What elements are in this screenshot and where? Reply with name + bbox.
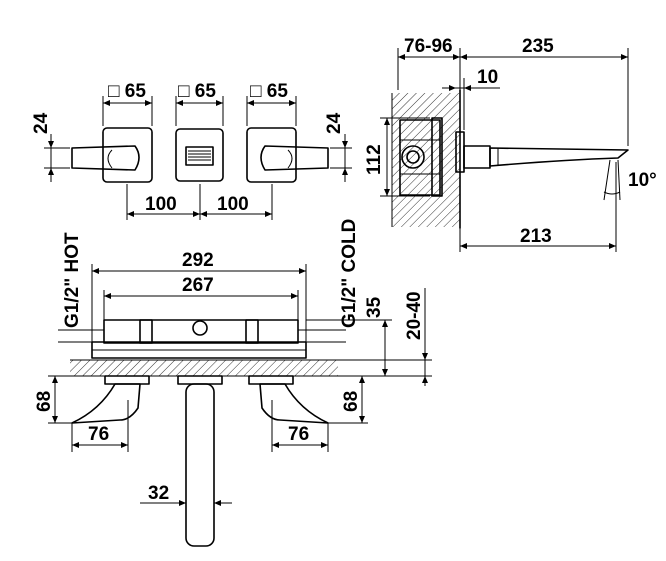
- handle-projection-dim-right: 68: [328, 375, 368, 424]
- plate-thickness: 10: [477, 67, 498, 88]
- handle-projection-right: 68: [341, 391, 362, 412]
- cold-label: G1/2" COLD: [339, 219, 360, 328]
- plate-label-right: □ 65: [250, 81, 288, 102]
- wall-hatch: [392, 93, 460, 227]
- handle-length-dim-right: 76: [271, 400, 329, 452]
- body-height: 112: [364, 144, 385, 175]
- hot-label: G1/2" HOT: [62, 232, 83, 328]
- right-handle-plate: [246, 127, 329, 183]
- left-handle-plate: [71, 127, 153, 183]
- overall-width: 292: [182, 250, 214, 271]
- wall-range-dim: 20-40: [338, 288, 432, 386]
- mixer-body-plan: [91, 319, 307, 359]
- cold-connection-label: G1/2" COLD: [298, 219, 360, 343]
- spout-side: [455, 131, 629, 173]
- plate-label-center: □ 65: [178, 81, 216, 102]
- handle-height-right: 24: [324, 112, 345, 134]
- spout-diameter-dim: 32: [140, 483, 232, 506]
- spacing-right: 100: [217, 194, 249, 215]
- spacing-left: 100: [145, 194, 177, 215]
- spout-angle: 10°: [628, 170, 657, 191]
- wall-range: 20-40: [404, 291, 425, 340]
- depth-range: 76-96: [404, 36, 453, 57]
- center-spout-plate: [175, 128, 224, 182]
- side-top-dims: 76-96 235: [397, 36, 629, 146]
- body-width-dim: 267: [103, 275, 299, 320]
- handle-height-dim-right: 24: [324, 112, 352, 182]
- right-handle-plan: [248, 375, 329, 424]
- wall-surface-hatch: [70, 360, 338, 376]
- handle-length-left: 76: [88, 424, 109, 445]
- spout-projection: 213: [520, 226, 552, 247]
- spout-diameter: 32: [148, 483, 169, 504]
- mixer-body: [399, 117, 443, 197]
- plate-dim-center: □ 65: [175, 81, 224, 126]
- body-height-dim: 112: [364, 117, 430, 197]
- handle-projection-dim-left: 68: [34, 375, 104, 424]
- spout-angle-dim: 10°: [603, 159, 657, 201]
- overall-width-dim: 292: [91, 250, 307, 342]
- plate-dim-left: □ 65: [102, 81, 153, 126]
- body-width: 267: [182, 275, 214, 296]
- handle-height-dim-left: 24: [31, 112, 70, 182]
- plan-view: 292 267 G1/2" HOT G1/2" COLD: [34, 219, 432, 547]
- plate-label-left: □ 65: [108, 81, 146, 102]
- spacing-dims: 100 100: [126, 184, 273, 220]
- spout-plan: [177, 375, 223, 547]
- handle-projection-left: 68: [34, 391, 55, 412]
- left-handle-plan: [71, 375, 150, 424]
- hot-connection-label: G1/2" HOT: [58, 232, 104, 343]
- plate-dim-right: □ 65: [246, 81, 297, 126]
- spout-projection-dim: 213: [459, 162, 617, 252]
- front-view: □ 65 □ 65 □ 65 24: [31, 81, 352, 220]
- side-view: 76-96 235 10 112 213: [364, 36, 657, 252]
- depth-35: 35: [364, 296, 385, 318]
- handle-length-dim-left: 76: [71, 400, 129, 452]
- handle-height-left: 24: [31, 112, 52, 134]
- handle-length-right: 76: [288, 424, 309, 445]
- plate-thickness-dim: 10: [442, 67, 500, 130]
- spout-length: 235: [522, 36, 554, 57]
